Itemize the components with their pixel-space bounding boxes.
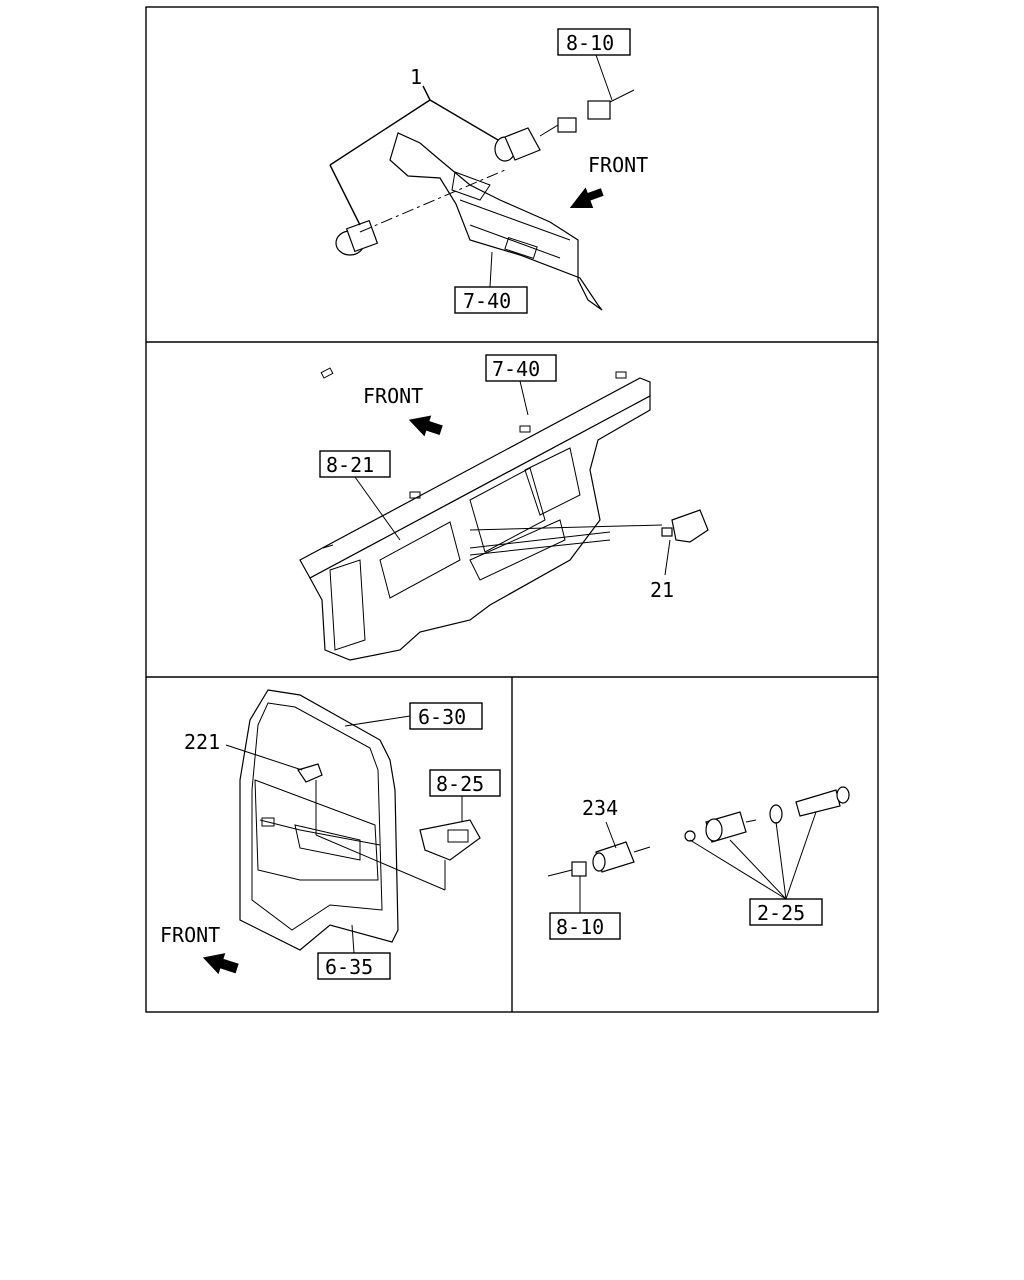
front-arrow-icon (569, 187, 604, 209)
callout-leader-fan (689, 811, 817, 900)
front-arrow-icon (202, 953, 239, 975)
callout-box (319, 450, 391, 478)
callout-ref-label: 7-40 (463, 289, 511, 313)
callout-box (557, 28, 631, 56)
panel-bottom-right: 234 8-10 2-25 (547, 786, 850, 940)
callout-box (317, 952, 391, 980)
callout-box (485, 354, 557, 382)
callout-ref-label: 2-25 (757, 901, 805, 925)
callout-ref-label: 6-35 (325, 955, 373, 979)
callout-leader (519, 380, 529, 416)
callout-leader (595, 54, 613, 101)
callout-box (454, 286, 528, 314)
part-number-label: 221 (184, 730, 220, 754)
callout-box (429, 769, 501, 797)
callout-leader (354, 476, 401, 541)
panel-top: 1 8-10 FRONT 7-40 (329, 28, 648, 314)
part-number-label: 1 (410, 65, 422, 89)
part-leader (225, 744, 303, 771)
callout-ref-label: 8-21 (326, 453, 374, 477)
part-1-leader (329, 85, 499, 226)
part-number-label: 21 (650, 578, 674, 602)
switch-21-drawing (469, 509, 709, 576)
sensor-drawing (547, 786, 850, 877)
panel-bottom-left: 6-30 221 8-25 FRONT 6-35 (160, 689, 501, 980)
switch-body-drawing (335, 89, 635, 256)
callout-ref-label: 8-25 (436, 772, 484, 796)
panel-middle: 7-40 FRONT 8-21 21 (299, 354, 709, 661)
callout-ref-label: 7-40 (492, 357, 540, 381)
diagram-frame (145, 6, 879, 1013)
dashboard-drawing (299, 367, 651, 661)
callout-ref-label: 6-30 (418, 705, 466, 729)
front-arrow-icon (408, 415, 443, 437)
part-number-label: 234 (582, 796, 618, 820)
trim-panel-drawing (389, 132, 603, 311)
callout-ref-label: 8-10 (566, 31, 614, 55)
callout-leader (351, 924, 355, 954)
callout-box (549, 912, 621, 940)
callout-box (409, 702, 483, 730)
assembly-line (359, 169, 506, 233)
callout-leader (489, 251, 493, 288)
callout-leader (344, 715, 411, 727)
front-label: FRONT (160, 923, 220, 947)
front-label: FRONT (588, 153, 648, 177)
callout-ref-label: 8-10 (556, 915, 604, 939)
front-label: FRONT (363, 384, 423, 408)
part-leader (605, 821, 617, 849)
door-drawing (239, 689, 481, 951)
